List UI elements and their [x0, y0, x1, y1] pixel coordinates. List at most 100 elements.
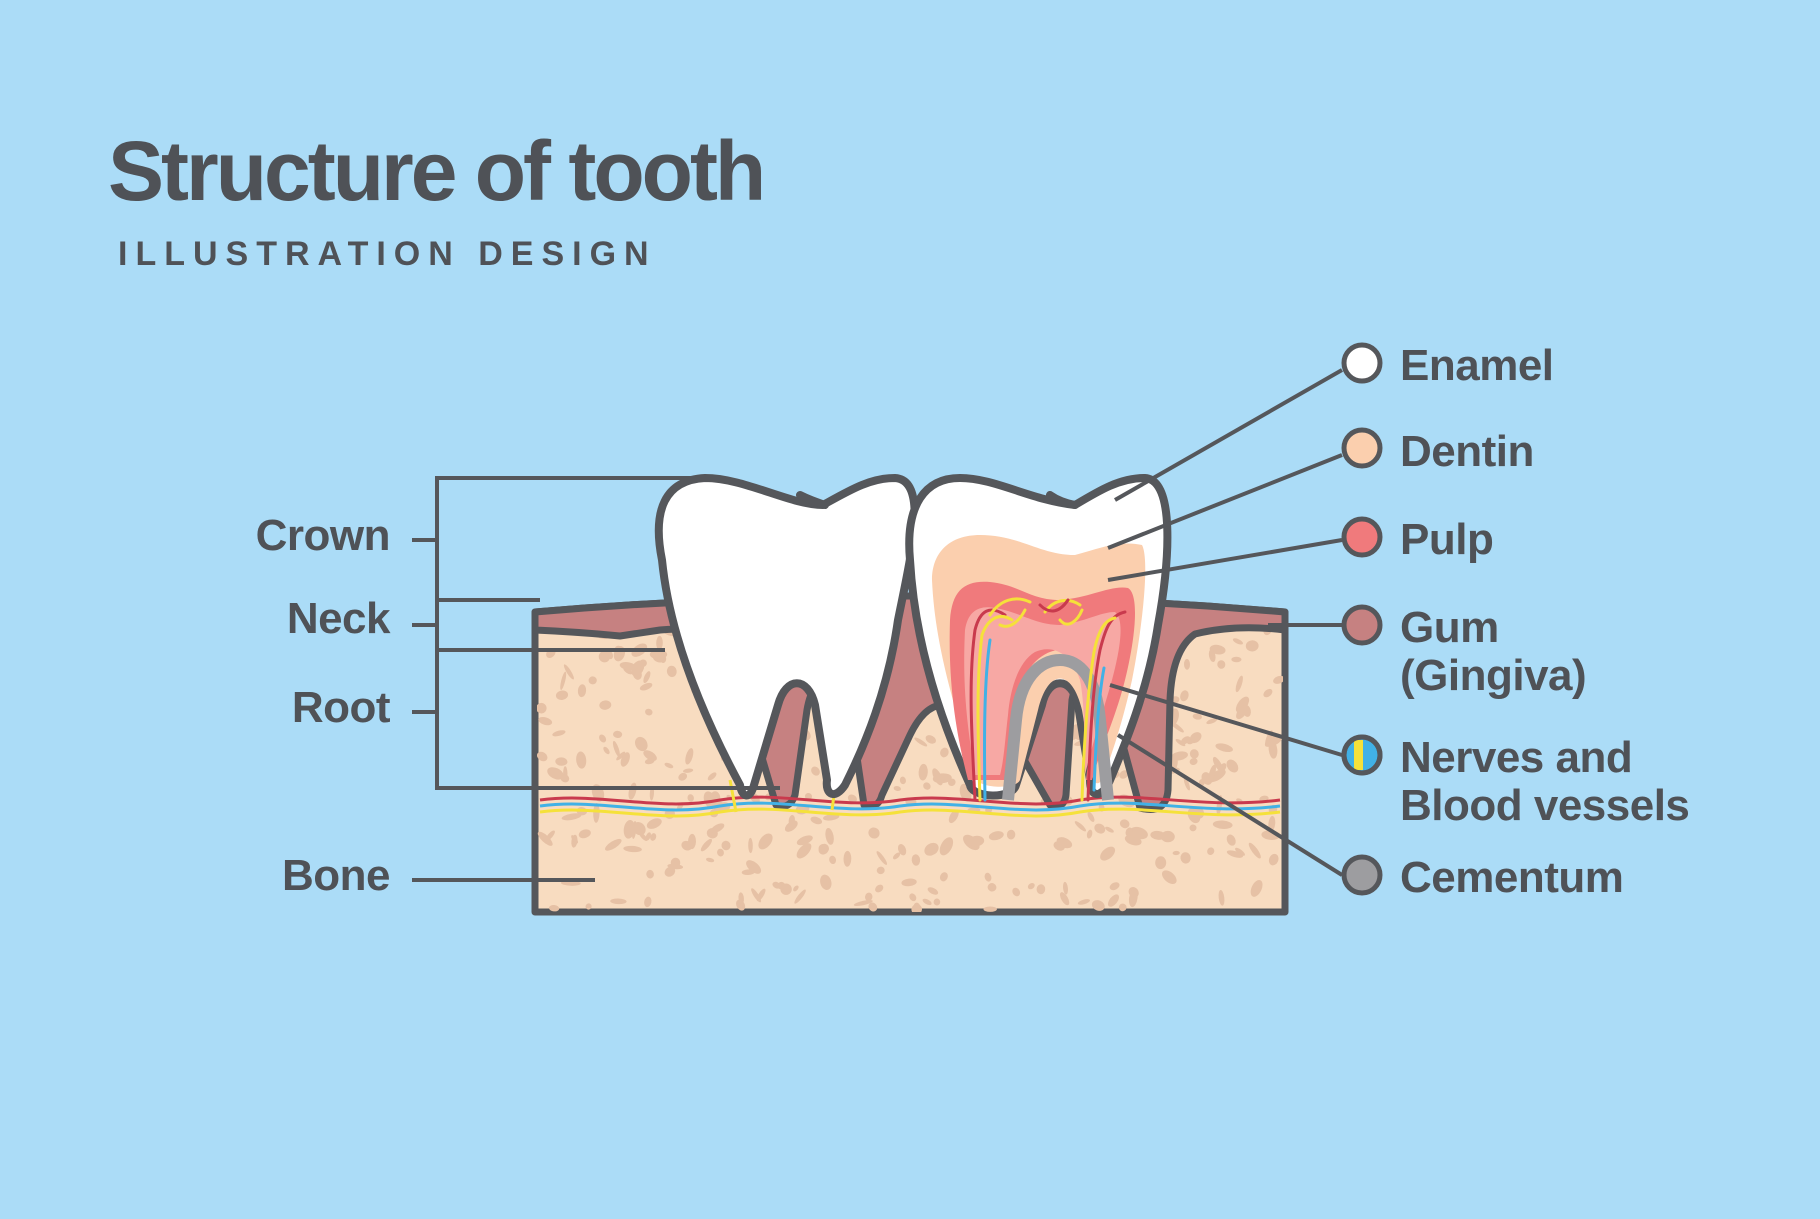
gum-dot	[1341, 604, 1383, 646]
bone-spot	[1118, 903, 1127, 912]
label-crown: Crown	[256, 511, 390, 560]
bone-spot	[605, 838, 622, 851]
bone-spot	[893, 786, 901, 791]
bone-spot	[1248, 842, 1261, 859]
bone-spot	[1212, 820, 1233, 829]
bone-spot	[1187, 807, 1201, 824]
bone-spot	[736, 899, 746, 911]
bone-spot	[1169, 721, 1184, 733]
bone-spot	[645, 708, 653, 716]
bone-spot	[560, 774, 570, 783]
bone-spot	[1215, 743, 1233, 753]
bone-spot	[1094, 823, 1106, 834]
pulp-inner	[964, 607, 1121, 775]
bone-spot	[700, 838, 712, 852]
bone-spot	[685, 748, 694, 765]
bone-spot	[612, 740, 620, 757]
bone-spot	[1217, 660, 1226, 669]
bone-spot	[1119, 770, 1129, 779]
tooth-cross-section	[905, 474, 1172, 802]
bone-spot	[585, 903, 592, 910]
bone-spot	[777, 881, 786, 890]
pulp-nerves	[969, 597, 1127, 802]
bone-spot	[1189, 749, 1199, 759]
right-leader-lines	[1107, 368, 1344, 877]
bone-spot	[639, 682, 653, 691]
bone-spot	[678, 772, 688, 781]
bone-spot	[811, 766, 820, 776]
bone-spot	[545, 830, 555, 841]
bone-spot	[984, 872, 992, 882]
bone-spot	[1125, 827, 1133, 837]
bone-spot	[643, 750, 657, 761]
bone-spot	[606, 649, 613, 660]
bone-spot	[1206, 718, 1218, 725]
bone-spot	[639, 832, 648, 841]
bone-spot	[868, 902, 878, 912]
bone-spot	[664, 762, 674, 769]
bone-spot	[924, 842, 939, 856]
enamel-dot	[1341, 342, 1383, 384]
bone-spot	[588, 676, 597, 685]
bone-spot	[948, 809, 959, 824]
bone-spot	[751, 888, 762, 903]
bone-spot	[1231, 656, 1242, 663]
bone-spot	[646, 818, 662, 829]
label-dentin: Dentin	[1400, 427, 1534, 476]
bone-spot	[899, 776, 906, 785]
bone-spot	[1268, 815, 1276, 832]
bone-spot	[1119, 819, 1130, 829]
bone-spot	[820, 874, 832, 890]
bone-spot	[864, 892, 873, 902]
bone-spot	[853, 899, 873, 907]
bone-spot	[1208, 764, 1216, 782]
bone-spot	[643, 671, 651, 684]
bone-spot	[710, 823, 725, 833]
bone-spot	[818, 843, 829, 855]
bone-spot	[810, 816, 823, 825]
bone-spot	[939, 837, 954, 856]
bone-spot	[555, 757, 568, 766]
bone-spot	[634, 736, 648, 752]
bone-spot	[925, 735, 937, 744]
bone-spot	[1087, 811, 1095, 822]
bone-spot	[555, 690, 569, 700]
label-neck: Neck	[287, 594, 391, 643]
bone-spot	[1059, 892, 1070, 906]
label-gingiva: (Gingiva)	[1400, 651, 1586, 700]
bone-spot	[560, 671, 567, 690]
bone-spot	[646, 869, 654, 879]
bone-spot	[823, 814, 840, 821]
bone-spot	[1189, 758, 1198, 765]
bone-spot	[1091, 900, 1105, 911]
label-root: Root	[292, 683, 391, 732]
bone-spot	[784, 820, 798, 832]
bone-spot	[1245, 640, 1259, 652]
bone-spot	[914, 737, 928, 747]
bone-spot	[922, 898, 932, 906]
bone-spot	[1268, 853, 1279, 866]
bone-spot	[547, 767, 564, 780]
bone-spot	[1226, 834, 1236, 846]
bone-spot	[1012, 887, 1021, 897]
bone-spot	[897, 844, 907, 856]
left-brackets	[412, 476, 780, 882]
bone-spot	[939, 872, 948, 882]
bone-spot	[1273, 675, 1283, 684]
bone-spot	[1161, 870, 1177, 885]
bone-spot	[1027, 882, 1035, 890]
bone-spot	[538, 716, 553, 726]
bone-spot	[653, 655, 664, 663]
bone-spot	[717, 848, 724, 857]
bone-spot	[1105, 826, 1114, 833]
bone-spot	[537, 831, 553, 846]
bone-spot	[613, 730, 623, 739]
tooth-whole	[654, 474, 919, 800]
bone-spot	[875, 884, 884, 893]
bone-spot	[610, 898, 627, 905]
bone-spot	[892, 852, 901, 860]
bone-spot	[1129, 826, 1148, 840]
bone-spot	[843, 850, 852, 867]
bone-spot	[656, 635, 663, 651]
bone-spot	[644, 758, 655, 765]
